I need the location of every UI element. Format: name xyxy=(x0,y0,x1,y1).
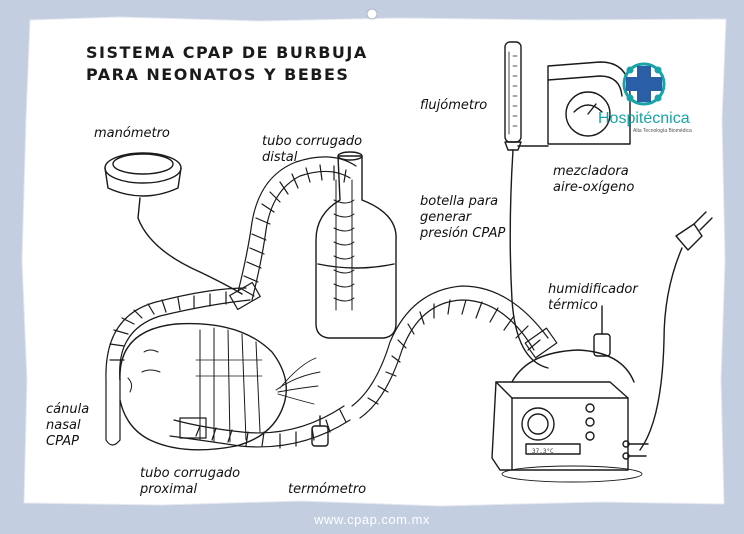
title-line-2: PARA NEONATOS Y BEBES xyxy=(86,65,350,84)
plug-drawing xyxy=(639,211,713,451)
label-tubo-distal-line1: tubo corrugado xyxy=(262,134,363,149)
humidifier-drawing xyxy=(491,305,649,483)
bottle-drawing xyxy=(315,151,397,339)
label-botella: botella para generar presión CPAP xyxy=(420,194,505,242)
hang-hole xyxy=(366,8,378,20)
label-canula-line2: nasal xyxy=(46,418,81,433)
label-tubo-proximal-line1: tubo corrugado xyxy=(140,466,241,481)
footer-url: www.cpap.com.mx xyxy=(314,512,430,527)
label-humidificador-line2: térmico xyxy=(548,298,598,313)
brand-tagline: Alta Tecnología Biomédica xyxy=(633,128,692,134)
humidifier-display: 37.3°C xyxy=(532,448,554,455)
label-botella-line1: botella para xyxy=(420,194,499,209)
label-mezcladora-line1: mezcladora xyxy=(553,164,629,179)
proximal-tube-drawing xyxy=(169,405,351,449)
blender-drawing xyxy=(547,61,631,145)
label-mezcladora-line2: aire-oxígeno xyxy=(553,180,635,195)
manometer-drawing xyxy=(104,152,243,295)
thermometer-drawing xyxy=(311,415,329,447)
label-tubo-distal-line2: distal xyxy=(262,150,298,165)
label-mezcladora: mezcladora aire-oxígeno xyxy=(553,164,634,196)
medical-cross-icon xyxy=(622,62,666,106)
title-line-1: SISTEMA CPAP DE BURBUJA xyxy=(86,43,368,62)
paper-card xyxy=(21,16,727,507)
label-botella-line2: generar xyxy=(420,210,472,225)
label-manometro: manómetro xyxy=(94,126,170,141)
diagram-title: SISTEMA CPAP DE BURBUJA PARA NEONATOS Y … xyxy=(86,42,406,86)
baby-head-drawing xyxy=(119,322,321,451)
distal-tube-drawing xyxy=(229,156,357,311)
label-tubo-distal: tubo corrugado distal xyxy=(262,134,362,166)
label-canula: cánula nasal CPAP xyxy=(46,402,89,450)
brand-logo-text: Hospitécnica xyxy=(598,110,690,127)
humidifier-tube-drawing xyxy=(351,285,558,419)
flowmeter-drawing xyxy=(504,41,549,369)
label-canula-line3: CPAP xyxy=(46,434,80,449)
label-humidificador-line1: humidificador xyxy=(548,282,638,297)
label-botella-line3: presión CPAP xyxy=(420,226,506,241)
label-canula-line1: cánula xyxy=(46,402,90,417)
label-tubo-proximal: tubo corrugado proximal xyxy=(140,466,240,498)
label-humidificador: humidificador térmico xyxy=(548,282,638,314)
head-tube-drawing xyxy=(105,287,251,446)
label-flujometro: flujómetro xyxy=(420,98,488,113)
label-termometro: termómetro xyxy=(288,482,367,497)
label-tubo-proximal-line2: proximal xyxy=(140,482,198,497)
